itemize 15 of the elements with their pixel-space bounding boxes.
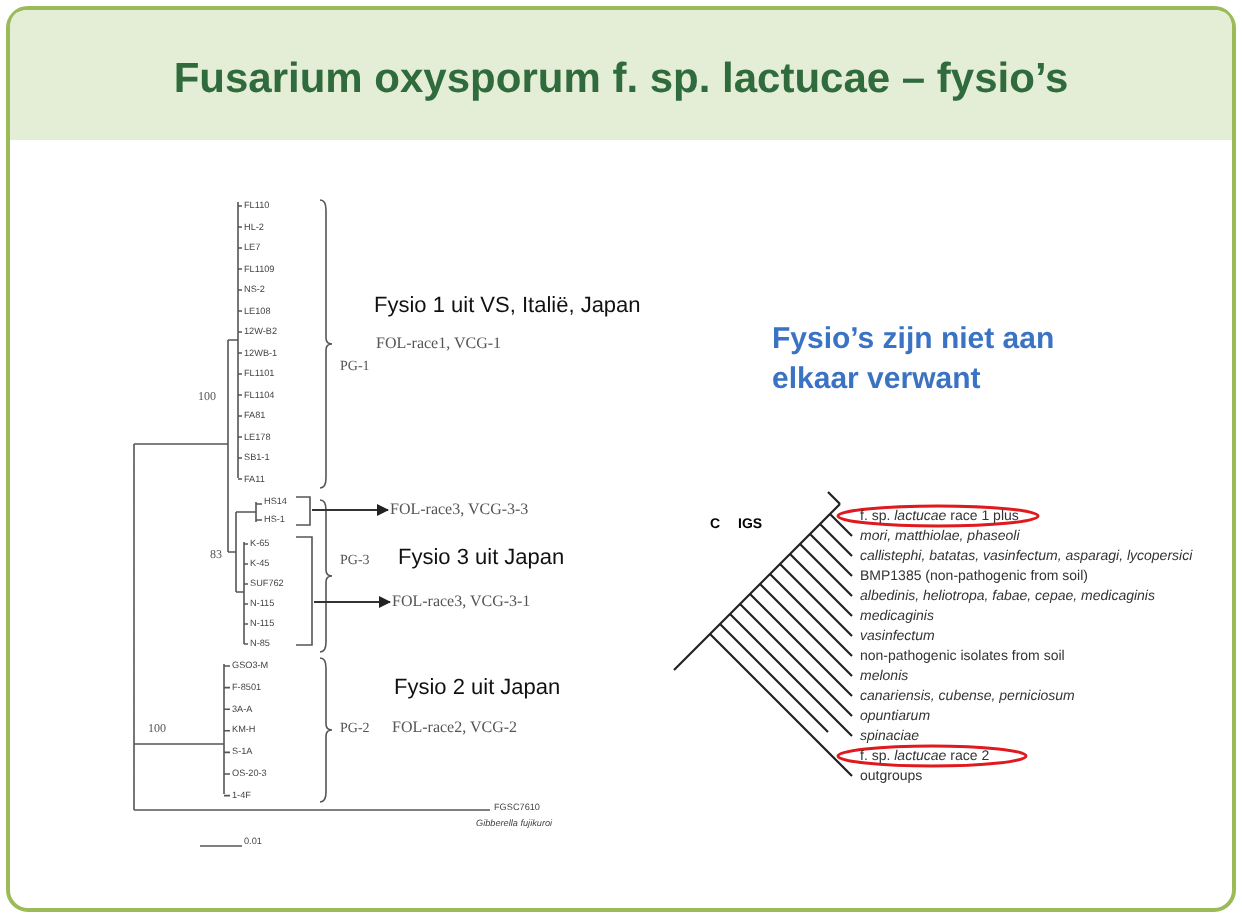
clade-bracket: [296, 536, 314, 646]
annotation-text: Fysio 1 uit VS, Italië, Japan: [374, 296, 641, 318]
race-label: FOL-race1, VCG-1: [376, 336, 502, 352]
annotation-text: Fysio 3 uit Japan: [398, 548, 565, 570]
highlight-ellipse: [836, 744, 1028, 768]
arrow: [313, 596, 391, 608]
highlight-ellipse: [836, 504, 1040, 528]
arrow: [311, 504, 389, 516]
heading-text: Fysio’s zijn niet aan elkaar verwant: [772, 320, 1057, 398]
slide-title: Fusarium oxysporum f. sp. lactucae – fysio’s: [171, 58, 1071, 100]
race-label: FOL-race3, VCG-3-3: [390, 502, 529, 518]
annotation-text: Fysio 2 uit Japan: [394, 678, 561, 700]
race-label: FOL-race3, VCG-3-1: [392, 594, 531, 610]
race-label: FOL-race2, VCG-2: [392, 720, 518, 736]
clade-bracket: [296, 496, 312, 526]
